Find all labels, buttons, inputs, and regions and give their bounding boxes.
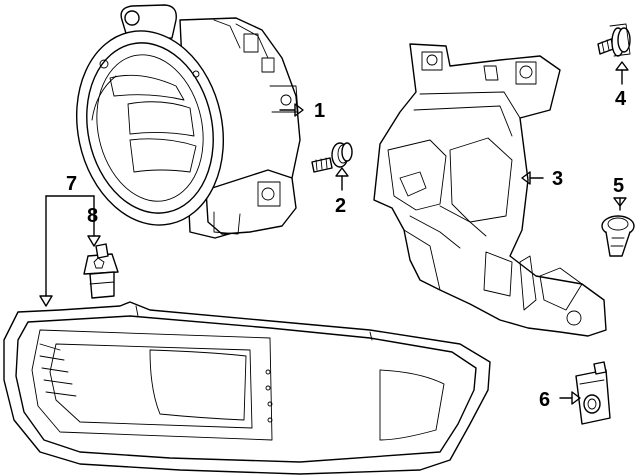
screw-part-2[interactable] — [311, 142, 353, 173]
bracket-part-3[interactable] — [373, 43, 607, 337]
bezel-part-7[interactable] — [3, 301, 491, 475]
bolt-part-4[interactable] — [597, 23, 631, 57]
callout-1: 1 — [314, 100, 325, 122]
callout-4: 4 — [615, 88, 627, 110]
callout-2: 2 — [335, 195, 346, 217]
clip-nut-part-6[interactable] — [575, 361, 611, 425]
push-pin-part-5[interactable] — [601, 215, 635, 257]
callout-5: 5 — [613, 175, 624, 197]
callout-6: 6 — [539, 389, 550, 411]
callout-7: 7 — [66, 173, 77, 195]
callout-3: 3 — [552, 168, 563, 190]
callout-8: 8 — [87, 205, 98, 227]
bulb-part-8[interactable] — [83, 243, 119, 299]
fog-lamp-part-1[interactable] — [59, 4, 301, 239]
